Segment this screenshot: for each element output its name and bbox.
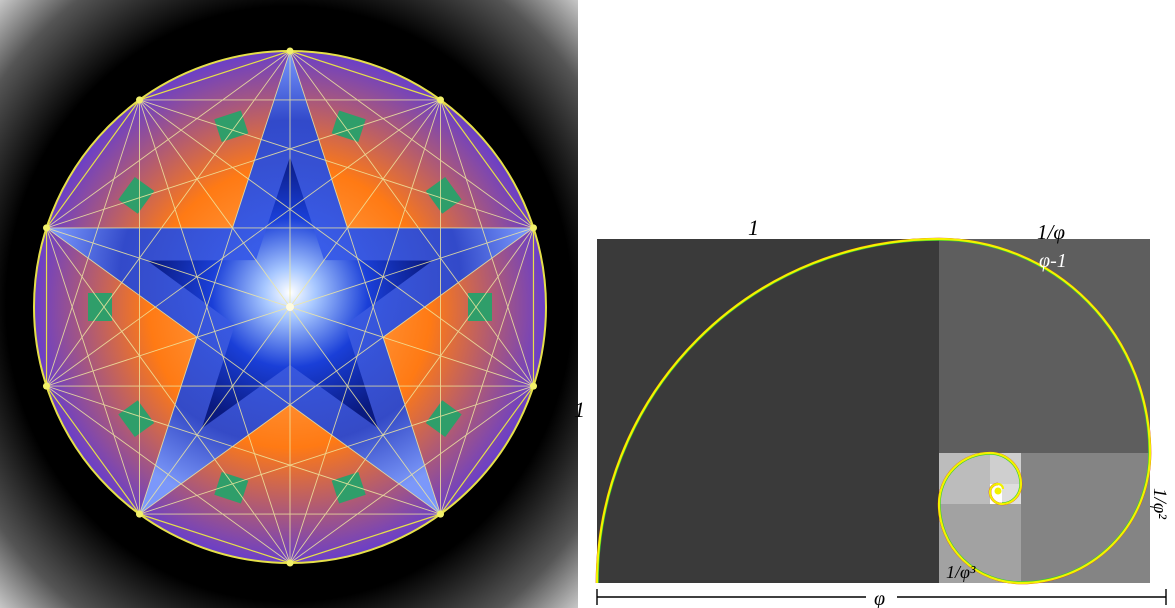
- label-top-left: 1: [748, 215, 759, 240]
- construction-line: [46, 227, 291, 564]
- construction-line: [289, 227, 534, 564]
- vertex-dot: [530, 224, 537, 232]
- phi-bracket: [596, 589, 1167, 605]
- green-tile: [88, 293, 112, 321]
- label-bottom: φ: [874, 588, 885, 608]
- label-top-right: 1/φ: [1037, 220, 1065, 244]
- vertex-dots: [43, 47, 537, 567]
- golden-rectangle-figure: 1 1/φ φ-1 1 1/φ² 1/φ³ φ: [574, 215, 1170, 608]
- vertex-dot: [286, 559, 294, 567]
- construction-line: [46, 50, 291, 387]
- construction-line: [46, 99, 441, 229]
- green-tile: [331, 471, 366, 504]
- vertex-dot: [136, 96, 143, 104]
- vertex-dot: [437, 96, 444, 104]
- label-small-square: 1/φ³: [946, 562, 976, 582]
- vertex-dot: [43, 224, 50, 232]
- green-tiles: [88, 110, 492, 504]
- construction-lines: [46, 50, 534, 564]
- vertex-dot: [530, 382, 537, 390]
- tiny-square-a: [939, 504, 1021, 583]
- label-right-side: 1/φ²: [1149, 488, 1170, 519]
- green-tile: [331, 110, 366, 143]
- center-dot: [286, 303, 294, 311]
- vertex-dot: [43, 382, 50, 390]
- spiral-center-dot: [994, 487, 1002, 495]
- construction-line: [139, 385, 534, 515]
- vertex-dot: [437, 510, 444, 518]
- green-tile: [425, 400, 462, 438]
- star-decagon-figure: [0, 0, 578, 608]
- vertex-dot: [136, 510, 143, 518]
- label-top-right-sub: φ-1: [1039, 250, 1067, 272]
- green-tile: [468, 293, 492, 321]
- construction-line: [289, 50, 534, 387]
- construction-line: [139, 99, 534, 229]
- green-tile: [214, 471, 249, 504]
- big-square: [597, 239, 939, 583]
- label-left-side: 1: [574, 397, 585, 422]
- small-square: [1021, 453, 1150, 583]
- spiral-yellow: [595, 237, 1152, 585]
- construction-line: [46, 385, 441, 515]
- green-tile: [425, 176, 462, 214]
- green-tile: [118, 176, 155, 214]
- green-tile: [214, 110, 249, 143]
- medium-square: [939, 239, 1150, 453]
- green-tile: [118, 400, 155, 438]
- vertex-dot: [286, 47, 294, 55]
